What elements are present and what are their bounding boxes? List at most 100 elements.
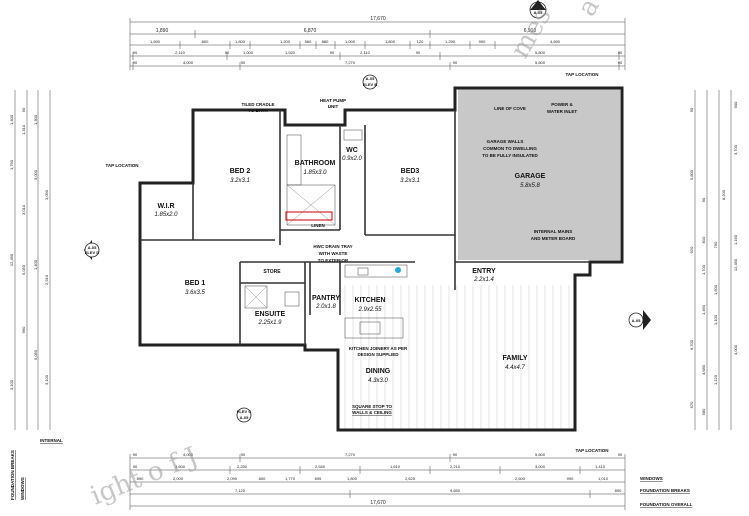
top-row1-dim: 1,890 [156,28,169,34]
kitchen-sink [357,267,369,276]
elevation-e-sheet: A-05 [632,318,641,323]
plan-notes: STORE LINEN TILED CRADLE TO BATH HEAT PU… [106,72,609,453]
left-inner-dim: 5,050 [33,349,38,360]
bottom-dimension-strings: 90 4,000 90 7,270 90 5,800 90 90 3,600 2… [129,452,626,510]
note-drain-tray-1: HWC DRAIN TRAY [313,244,352,249]
right-outer-dim: 1,160 [733,234,738,245]
family-floor-hatch [344,285,570,430]
right-outer-dim: 900 [733,101,738,108]
note-internal-mains-2: AND METER BOARD [531,236,576,241]
elevation-a-sheet: A-05 [534,10,543,15]
room-size-garage: 5.8x5.8 [520,183,540,189]
top-row4-dim: 7,270 [345,60,356,65]
bottom-row3-dim: 1,800 [347,476,358,481]
note-drain-tray-2: WITH WASTE [319,251,348,256]
top-row4-dim: 90 [618,60,623,65]
kitchen-bench [344,264,408,278]
right-outer-dim: 1,700 [701,264,706,275]
bottom-row2-dim: 90 [133,464,138,469]
bottom-row4-dim: 7,120 [235,488,246,493]
top-row2-dim: 4,690 [550,39,561,44]
watermark-text-top: a [572,0,606,22]
bottom-row3-dim: 1,770 [285,476,296,481]
row-label-foundation-breaks-left: FOUNDATION BREAKS [10,450,15,500]
top-row1-dim: 6,910 [524,28,537,34]
watermark-text-bottom: ight o f J [86,441,202,511]
top-row3-dim: 1,920 [285,50,296,55]
bottom-row2-dim: 1,410 [595,464,606,469]
left-inner-dim: 90 [21,107,26,112]
bottom-row3-dim: 695 [315,476,322,481]
bottom-row3-dim: 2,625 [405,476,416,481]
row-label-windows: WINDOWS [640,476,663,481]
right-inner-dim: 5,800 [689,169,694,180]
room-size-kitchen: 2.9x2.55 [357,307,382,313]
row-label-foundation-overall: FOUNDATION OVERALL [640,502,693,507]
right-inner-dim: 790 [713,241,718,248]
top-row2-dim: 1,000 [345,39,356,44]
right-outer-dim: 3,700 [733,144,738,155]
left-inner-dim: 960 [21,326,26,333]
top-row3-dim: 1,000 [243,50,254,55]
bottom-row4-dim: 9,650 [450,488,461,493]
row-label-foundation-breaks: FOUNDATION BREAKS [640,488,690,493]
room-size-dining: 4.3x3.0 [368,378,388,384]
kitchen-island [344,317,404,339]
bottom-row2-dim: 2,210 [450,464,461,469]
elevation-marker-b: A-05 ELEV B [362,74,378,90]
bottom-overall-dim: 17,670 [370,500,386,506]
left-inner-dim: 1,400 [33,259,38,270]
right-outer-dim: 1,500 [713,284,718,295]
elevation-d-sheet: A-05 [88,245,97,250]
note-tiled-cradle: TILED CRADLE [242,102,275,107]
bottom-row3-dim: 800 [259,476,266,481]
top-row3-dim: 90 [133,50,138,55]
left-inner-dim: 3,010 [21,204,26,215]
garage-floor [458,88,620,260]
top-row2-dim: 900 [479,39,486,44]
bottom-row1-dim: 5,800 [535,452,546,457]
top-row4-dim: 5,800 [535,60,546,65]
bottom-row3-dim: 1,010 [598,476,609,481]
left-outer-dim: 1,400 [9,114,14,125]
bottom-row2-dim: 3,000 [535,464,546,469]
bottom-row3-dim: 2,000 [173,476,184,481]
fixtures [244,129,408,339]
bottom-row3-dim: 2,090 [227,476,238,481]
row-labels: INTERNAL WINDOWS FOUNDATION BREAKS FOUND… [10,438,693,507]
right-inner-dim: 810 [701,236,706,243]
note-heat-pump: HEAT PUMP [320,98,346,103]
top-row2-dim: 1,800 [235,39,246,44]
left-inner-dim: 1,310 [21,124,26,135]
left-inner-dim: 2,910 [44,274,49,285]
top-row1-dim: 6,870 [304,28,317,34]
room-name-bed3: BED3 [401,168,420,175]
note-unit: UNIT [328,104,339,109]
left-inner-dim: 5,050 [21,264,26,275]
room-size-ensuite: 2.25x1.9 [257,320,282,326]
room-size-bed2: 3.2x3.1 [230,178,250,184]
wc-pan [343,129,363,141]
note-square-stop-2: WALLS & CEILING [352,410,392,415]
bathroom-floor-tile [286,184,336,226]
left-outer-dim: 1,790 [9,159,14,170]
top-row4-dim: 90 [241,60,246,65]
note-garage-walls-3: TO BE FULLY INSULATED [482,153,538,158]
ensuite-shower [244,285,268,309]
bottom-row1-dim: 90 [618,452,623,457]
top-row3-dim: 2,110 [175,50,185,55]
room-name-family: FAMILY [502,355,527,362]
left-inner-dim: 3,100 [44,374,49,385]
top-overall-dim: 17,670 [370,16,386,22]
right-dimension-strings: 900 3,700 8,200 1,160 6,700 4,000 12,490… [689,90,738,430]
top-row2-dim: 1,290 [445,39,456,44]
left-outer-dim: 1,300 [33,114,38,125]
row-label-internal: INTERNAL [40,438,63,443]
left-outer-dim: 12,490 [9,253,14,266]
bottom-row1-dim: 90 [453,452,458,457]
ensuite-toilet [284,291,300,307]
bottom-row2-dim: 3,600 [175,464,186,469]
top-row3-dim: 90 [330,50,335,55]
right-outer-dim: 12,490 [733,258,738,271]
